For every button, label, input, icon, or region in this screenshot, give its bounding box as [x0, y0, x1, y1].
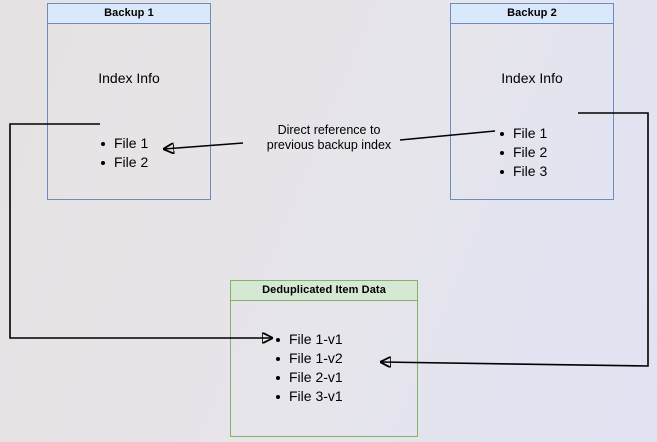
- edge-label-direct-reference: Direct reference to previous backup inde…: [266, 123, 392, 152]
- node-backup-2-body: Index Info File 1 File 2 File 3: [451, 24, 613, 199]
- node-deduplicated-item-data-body: File 1-v1 File 1-v2 File 2-v1 File 3-v1: [231, 301, 417, 436]
- list-item: File 3-v1: [275, 387, 343, 406]
- list-item: File 3: [499, 162, 547, 181]
- list-item: File 2: [100, 153, 148, 172]
- backup-1-index-info-label: Index Info: [98, 70, 160, 86]
- node-backup-2[interactable]: Backup 2 Index Info File 1 File 2 File 3: [450, 3, 614, 200]
- node-backup-2-title: Backup 2: [451, 4, 613, 24]
- list-item: File 1: [100, 134, 148, 153]
- dedup-file-list: File 1-v1 File 1-v2 File 2-v1 File 3-v1: [275, 330, 343, 406]
- backup-1-file-list: File 1 File 2: [100, 134, 148, 172]
- list-item: File 1: [499, 124, 547, 143]
- backup-2-index-info-label: Index Info: [501, 70, 563, 86]
- node-deduplicated-item-data-title: Deduplicated Item Data: [231, 281, 417, 301]
- backup-2-file-list: File 1 File 2 File 3: [499, 124, 547, 181]
- list-item: File 2-v1: [275, 368, 343, 387]
- node-backup-1-body: Index Info File 1 File 2: [48, 24, 210, 199]
- node-backup-1-title: Backup 1: [48, 4, 210, 24]
- list-item: File 1-v2: [275, 349, 343, 368]
- node-backup-1[interactable]: Backup 1 Index Info File 1 File 2: [47, 3, 211, 200]
- node-deduplicated-item-data[interactable]: Deduplicated Item Data File 1-v1 File 1-…: [230, 280, 418, 437]
- list-item: File 2: [499, 143, 547, 162]
- list-item: File 1-v1: [275, 330, 343, 349]
